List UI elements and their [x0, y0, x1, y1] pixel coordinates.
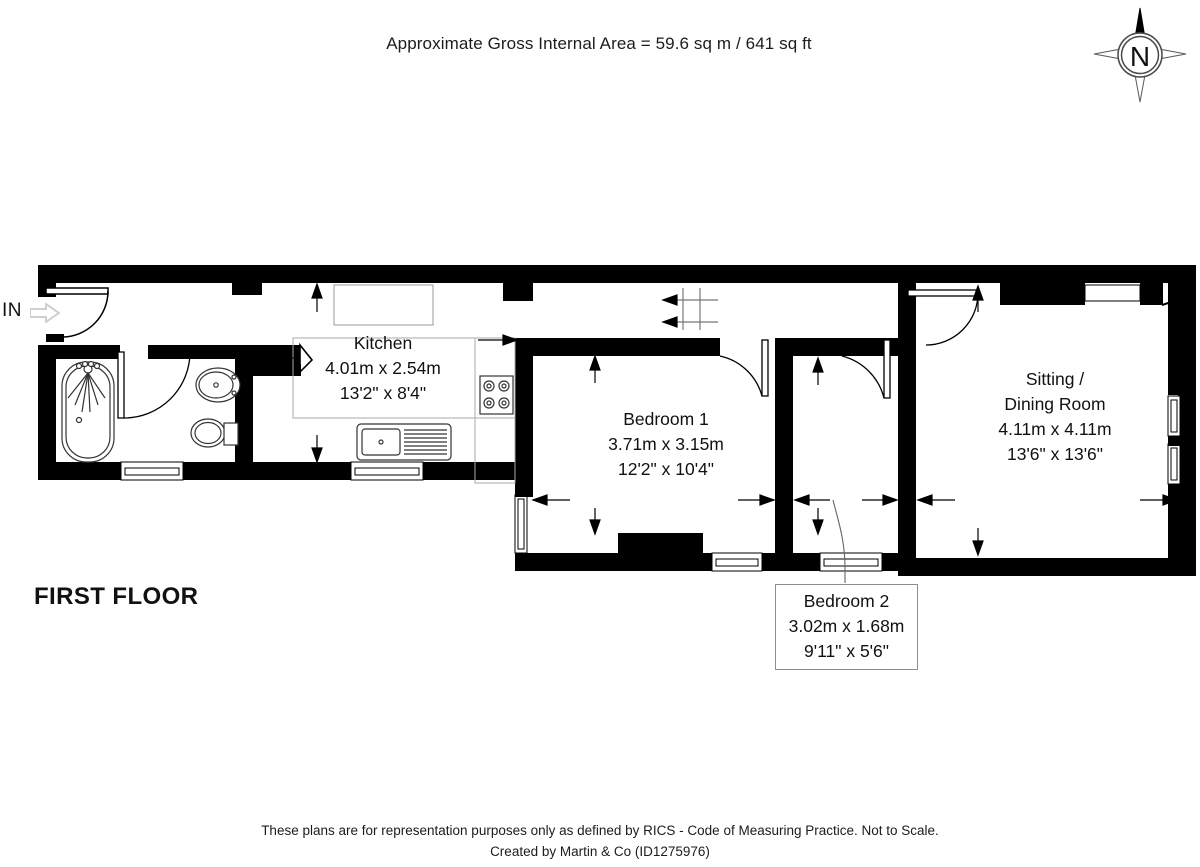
- wall-nib-hall-top: [232, 283, 262, 295]
- wall-bathroom-top-right: [148, 345, 253, 359]
- bath-plughole-icon: [75, 416, 83, 424]
- wall-top-right-band-a: [1000, 283, 1085, 305]
- wash-basin-icon: [195, 367, 241, 403]
- door-bedroom2-leaf: [883, 339, 891, 399]
- dimension-arrows-group: [257, 282, 1179, 557]
- footer: These plans are for representation purpo…: [0, 820, 1200, 862]
- gross-internal-area-text: Approximate Gross Internal Area = 59.6 s…: [386, 34, 812, 53]
- hob-icon: [479, 375, 514, 415]
- kitchen-name: Kitchen: [353, 333, 413, 353]
- door-bedroom1-swing: [719, 355, 763, 397]
- room-label-kitchen: Kitchen 4.01m x 2.54m 13'2" x 8'4": [262, 331, 504, 406]
- wall-kitchen-bottom-b: [443, 462, 533, 480]
- door-bathroom-leaf: [117, 351, 125, 419]
- wall-exterior-top: [38, 265, 1196, 283]
- wall-bedroom2-top: [793, 338, 908, 356]
- wall-bedroom2-bottom-a: [793, 553, 823, 571]
- wall-kitchen-right-top: [503, 283, 533, 301]
- wall-bathroom-top-left: [38, 345, 120, 359]
- chimney-breast-bedroom1: [618, 533, 703, 555]
- entrance-arrow-icon: [29, 302, 61, 324]
- footer-credit: Created by Martin & Co (ID1275976): [490, 844, 710, 859]
- compass-icon: N: [1093, 7, 1187, 103]
- door-entrance-jamb: [46, 334, 64, 342]
- wall-bathroom-right: [235, 345, 253, 465]
- wall-bedroom1-bottom-a: [515, 553, 715, 571]
- door-entrance-swing: [61, 290, 109, 338]
- shower-head-icon: [67, 360, 106, 413]
- compass-north-letter: N: [1130, 41, 1150, 72]
- bedroom2-name: Bedroom 2: [803, 591, 890, 611]
- fixtures-group: [61, 284, 516, 484]
- kitchen-metric: 4.01m x 2.54m: [325, 358, 441, 378]
- room-label-bedroom1: Bedroom 1 3.71m x 3.15m 12'2" x 10'4": [546, 407, 786, 482]
- wall-bedroom1-top: [515, 338, 720, 356]
- room-label-sitting-dining: Sitting / Dining Room 4.11m x 4.11m 13'6…: [935, 367, 1175, 467]
- wall-kitchen-right: [515, 338, 533, 483]
- bedroom1-imperial: 12'2" x 10'4": [618, 459, 714, 479]
- door-sitting-swing: [925, 292, 979, 346]
- callout-leader-line: [832, 499, 846, 583]
- wall-sitting-left-upper: [898, 283, 916, 343]
- wall-bedroom1-right: [775, 338, 793, 568]
- door-bathroom-swing: [123, 351, 191, 419]
- sitting-metric: 4.11m x 4.11m: [998, 419, 1112, 439]
- bedroom2-metric: 3.02m x 1.68m: [788, 616, 905, 636]
- door-entrance-leaf: [45, 287, 109, 295]
- sitting-name-line1: Sitting /: [1025, 369, 1085, 389]
- entrance-label: IN: [2, 300, 22, 321]
- wall-top-right-band-b: [1140, 283, 1162, 305]
- page-title: Approximate Gross Internal Area = 59.6 s…: [0, 34, 1200, 54]
- window-top-right: [1084, 284, 1141, 302]
- bedroom1-name: Bedroom 1: [623, 409, 709, 429]
- wall-sitting-right: [1178, 283, 1196, 575]
- door-bedroom1-leaf: [761, 339, 769, 397]
- wall-exterior-left: [38, 345, 56, 480]
- toilet-icon: [190, 418, 239, 448]
- bedroom2-imperial: 9'11" x 5'6": [804, 641, 889, 661]
- kitchen-imperial: 13'2" x 8'4": [339, 383, 427, 403]
- bedroom1-metric: 3.71m x 3.15m: [608, 434, 724, 454]
- walls-group: [38, 265, 1196, 576]
- room-callout-bedroom2: Bedroom 2 3.02m x 1.68m 9'11" x 5'6": [775, 584, 918, 670]
- wall-kitchen-left-lower: [253, 364, 301, 376]
- door-bedroom2-swing: [841, 355, 885, 399]
- toilet-cistern-icon: [223, 422, 239, 446]
- wall-bedroom2-right: [898, 338, 916, 568]
- wall-hall-bottom: [253, 462, 353, 480]
- worktop-icon: [333, 284, 434, 326]
- kitchen-sink-icon: [356, 423, 452, 461]
- footer-disclaimer: These plans are for representation purpo…: [261, 823, 939, 838]
- door-sitting-leaf: [907, 289, 979, 297]
- sitting-name-line2: Dining Room: [1004, 394, 1106, 414]
- floor-level-label: FIRST FLOOR: [34, 583, 199, 610]
- sitting-imperial: 13'6" x 13'6": [1007, 444, 1103, 464]
- compass-rose: N: [1092, 6, 1188, 104]
- wall-sitting-bottom: [898, 558, 1196, 576]
